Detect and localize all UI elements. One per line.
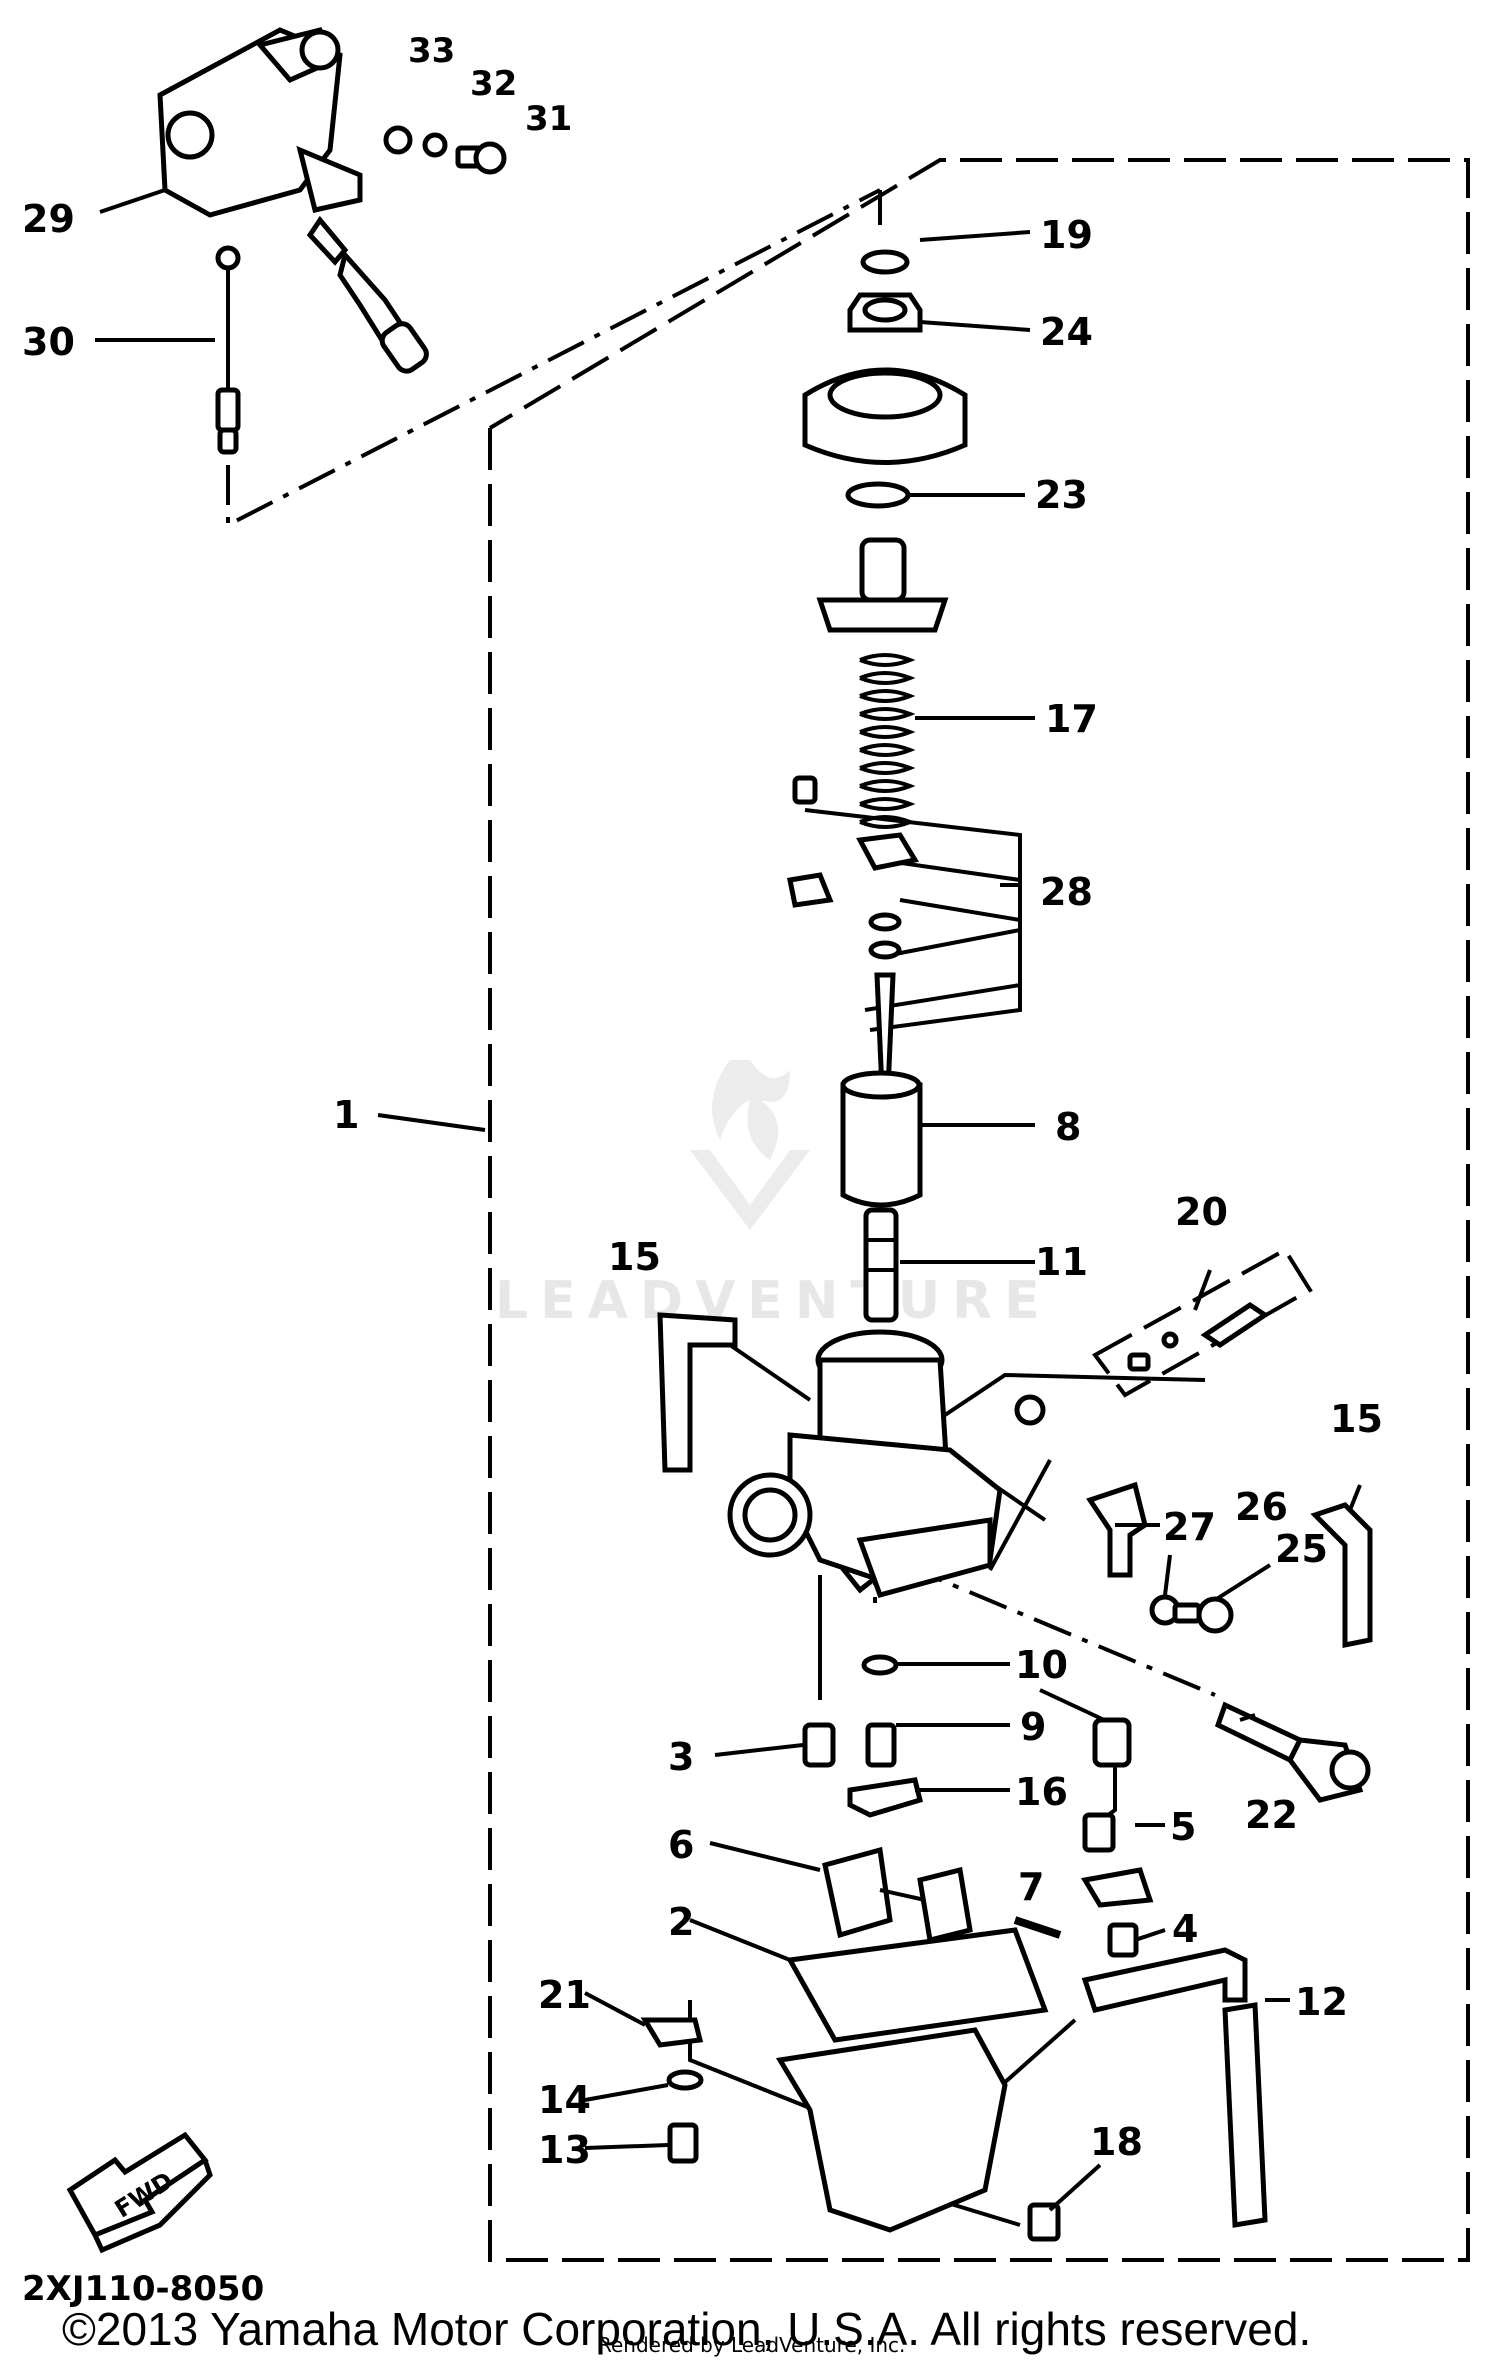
label-4: 4: [1172, 1907, 1198, 1951]
label-18: 18: [1090, 2120, 1143, 2164]
label-23: 23: [1035, 473, 1088, 517]
label-27: 27: [1163, 1505, 1216, 1549]
label-7: 7: [1018, 1865, 1044, 1909]
plug-part: [1014, 1394, 1046, 1426]
assembly-boundary: [488, 158, 1470, 2262]
label-32: 32: [470, 64, 517, 104]
label-2: 2: [668, 1900, 694, 1944]
label-1: 1: [333, 1093, 359, 1137]
label-11: 11: [1035, 1240, 1088, 1284]
jet-3: [802, 1722, 836, 1768]
gasket-2: [786, 1927, 1049, 2043]
label-8: 8: [1055, 1105, 1081, 1149]
watermark-text: LEADVENTURE: [495, 1271, 1052, 1331]
label-13: 13: [538, 2128, 591, 2172]
label-17: 17: [1045, 697, 1098, 741]
label-15-left: 15: [608, 1235, 661, 1279]
pilot-screw-set: [1127, 1301, 1270, 1372]
drain-hose-12: [1081, 1947, 1268, 2228]
carburetor-body: [727, 1329, 1003, 1599]
label-15-right: 15: [1330, 1397, 1383, 1441]
pin-7: [1013, 1916, 1062, 1939]
pilot-screw-group: [1092, 1247, 1313, 1398]
washer-14: [666, 2069, 704, 2091]
label-33: 33: [408, 31, 455, 71]
label-31: 31: [525, 99, 572, 139]
cable-holder: [816, 537, 949, 633]
mixing-chamber-top: [802, 367, 968, 465]
jet-9: [865, 1722, 897, 1768]
label-12: 12: [1295, 1980, 1348, 2024]
needle-jet-11: [863, 1207, 899, 1323]
washer-10: [861, 1654, 899, 1676]
leadventure-watermark: LEADVENTURE: [495, 1060, 1052, 1331]
part-labels: 33 32 31 29 30 19 24 23 17 28 1 8 11 15 …: [22, 31, 1383, 2172]
needle-set-28: [787, 775, 919, 1093]
label-10: 10: [1015, 1643, 1068, 1687]
label-21: 21: [538, 1973, 591, 2017]
screw-4: [1107, 1922, 1139, 1958]
label-14: 14: [538, 2078, 591, 2122]
vent-hose-left: [657, 1312, 738, 1473]
rendered-by-notice: Rendered by LeadVenture, Inc.: [598, 2333, 905, 2357]
vent-hose-right: [1310, 1502, 1373, 1649]
diagram-code: 2XJ110-8050: [22, 2269, 264, 2309]
label-9: 9: [1020, 1705, 1046, 1749]
washer-19: [860, 249, 910, 275]
copyright-notice: ©2013 Yamaha Motor Corporation, U.S.A. A…: [62, 2303, 1311, 2355]
label-25: 25: [1275, 1527, 1328, 1571]
screw-washer-set: [383, 125, 507, 175]
label-5: 5: [1170, 1805, 1196, 1849]
nut-24: [847, 292, 923, 333]
label-24: 24: [1040, 310, 1093, 354]
throttle-stop-screw-22: [1214, 1701, 1371, 1803]
label-19: 19: [1040, 213, 1093, 257]
label-leaders: [95, 188, 1362, 2212]
label-3: 3: [668, 1735, 694, 1779]
label-6: 6: [668, 1823, 694, 1867]
screw-13: [667, 2122, 699, 2164]
bracket-27: [1086, 1481, 1148, 1578]
o-ring-23: [845, 481, 911, 509]
screw-25: [1172, 1596, 1234, 1634]
throttle-valve-8: [840, 1070, 923, 1208]
label-30: 30: [22, 320, 75, 364]
label-28: 28: [1040, 870, 1093, 914]
needle-valve-5: [1080, 1717, 1154, 1908]
plate-16: [847, 1777, 924, 1818]
spring-17: [859, 653, 916, 829]
float-bowl: [775, 2027, 1008, 2233]
screw-18: [1027, 2202, 1061, 2242]
cable-end-part: [215, 245, 241, 455]
throttle-housing-part: [157, 27, 429, 374]
label-22: 22: [1245, 1793, 1298, 1837]
label-29: 29: [22, 197, 75, 241]
clip-21: [640, 2017, 704, 2048]
label-26: 26: [1235, 1485, 1288, 1529]
float-6: [822, 1846, 973, 1944]
fwd-arrow-icon: FWD: [66, 2131, 213, 2254]
label-20: 20: [1175, 1190, 1228, 1234]
label-16: 16: [1015, 1770, 1068, 1814]
